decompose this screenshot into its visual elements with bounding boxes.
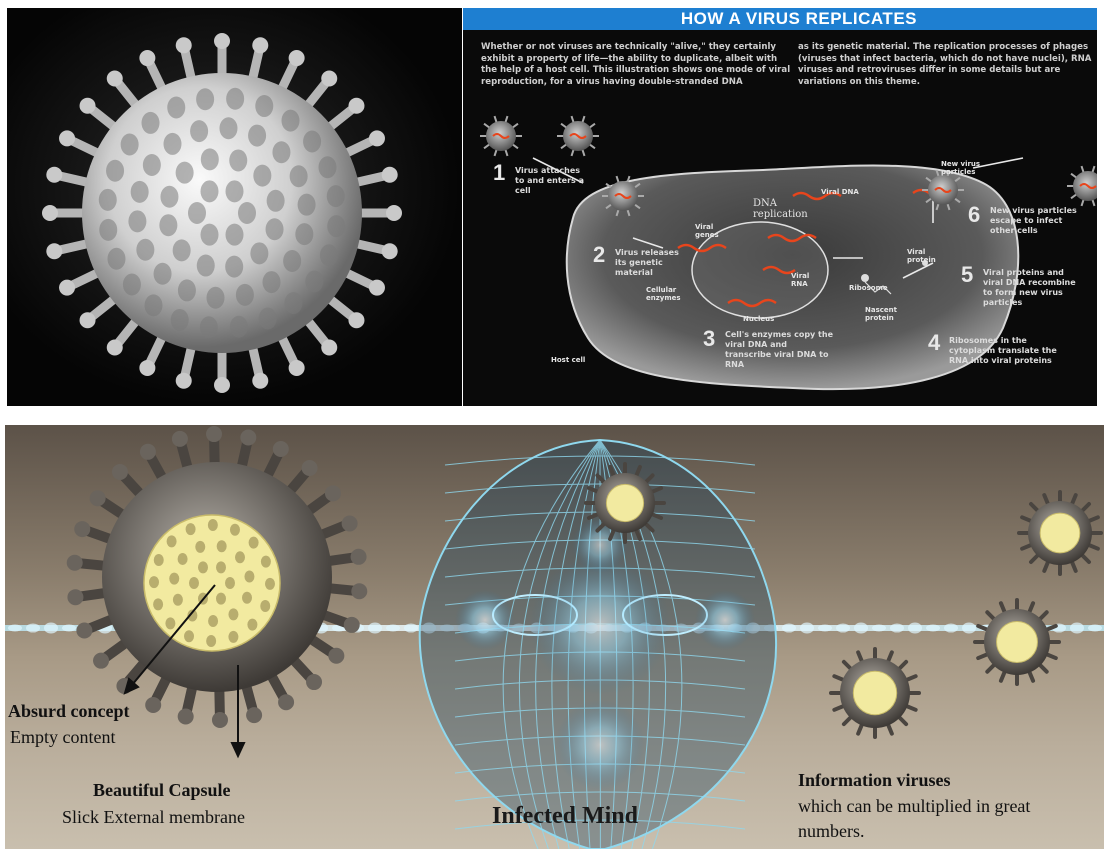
label-ribosome: Ribosome <box>849 284 889 292</box>
caption-beautiful-capsule: Beautiful Capsule <box>93 780 231 801</box>
caption-information-viruses: Information viruses <box>798 770 951 791</box>
step-3-text: Cell's enzymes copy the viral DNA and tr… <box>725 330 835 370</box>
big-virus-capsule <box>67 426 368 728</box>
label-nascent-protein: Nascent protein <box>865 306 910 322</box>
step-6-number: 6 <box>968 202 980 228</box>
step-1-number: 1 <box>493 160 505 186</box>
label-viral-dna: Viral DNA <box>821 188 861 196</box>
step-5-text: Viral proteins and viral DNA recombine t… <box>983 268 1083 308</box>
label-new-virus-particles: New virus particles <box>941 160 986 176</box>
step-3-number: 3 <box>703 326 715 352</box>
virus-capsid <box>82 73 362 353</box>
ribosome-dot <box>861 274 869 282</box>
label-host-cell: Host cell <box>551 356 601 364</box>
large-virus-illustration <box>7 8 462 406</box>
step-4-text: Ribosomes in the cytoplasm translate the… <box>949 336 1069 366</box>
step-2-text: Virus releases its genetic material <box>615 248 685 278</box>
caption-multiplied-line1: which can be multiplied in great <box>798 796 1030 817</box>
infected-mind-panel: Absurd concept Empty content Beautiful C… <box>5 425 1104 849</box>
step-4-number: 4 <box>928 330 940 356</box>
step-2-number: 2 <box>593 242 605 268</box>
label-nucleus: Nucleus <box>743 315 783 323</box>
caption-infected-mind: Infected Mind <box>492 803 638 830</box>
label-viral-genes: Viral genes <box>695 223 735 239</box>
caption-absurd-concept: Absurd concept <box>8 701 130 722</box>
replication-infographic: HOW A VIRUS REPLICATES Whether or not vi… <box>463 8 1097 406</box>
caption-slick-membrane: Slick External membrane <box>62 807 245 828</box>
step-6-text: New virus particles escape to infect oth… <box>990 206 1085 236</box>
virus-photo-panel <box>7 8 462 406</box>
step-5-number: 5 <box>961 262 973 288</box>
label-dna-replication: DNA replication <box>753 198 813 220</box>
label-cellular-enzymes: Cellular enzymes <box>646 286 701 302</box>
caption-empty-content: Empty content <box>10 727 115 748</box>
label-viral-protein: Viral protein <box>907 248 937 264</box>
step-1-text: Virus attaches to and enters a cell <box>515 166 585 196</box>
label-viral-rna: Viral RNA <box>791 272 821 288</box>
caption-multiplied-line2: numbers. <box>798 821 865 842</box>
